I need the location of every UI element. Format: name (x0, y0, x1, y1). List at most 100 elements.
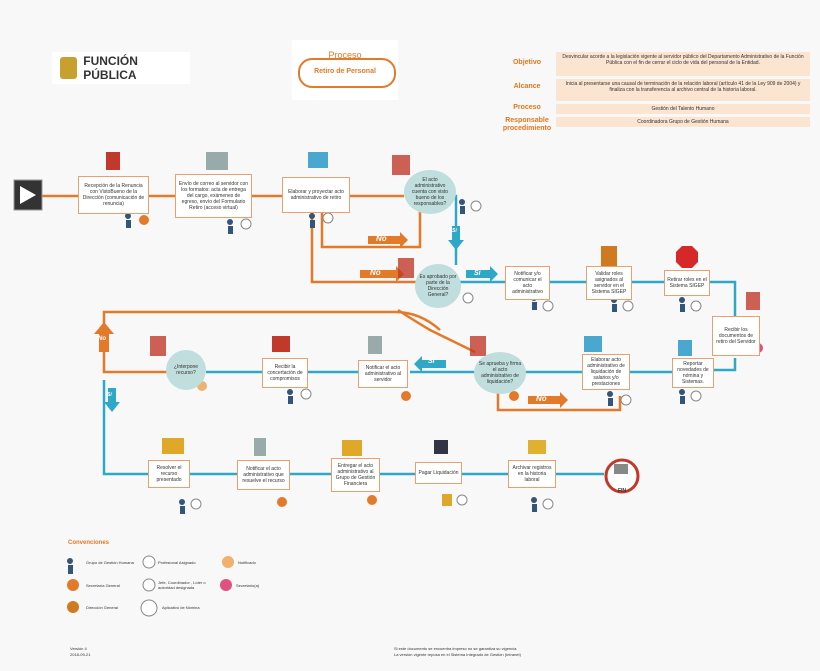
line-d3-no-loop (496, 385, 622, 412)
step-notificar-acto: Notificar y/o comunicar el acto administ… (505, 266, 550, 300)
title-line2: Retiro de Personal (314, 68, 376, 75)
figure-gear-icon (162, 438, 184, 454)
legend-professional-icon (142, 555, 156, 569)
figure-docs-icon (368, 336, 382, 354)
legend-nomina-icon (140, 599, 158, 617)
figure-cart-icon (342, 440, 362, 456)
footer-date: 2018-09-21 (70, 652, 91, 657)
role-professional-icon (690, 390, 702, 402)
legend-item-profesional: Profesional Asignado (158, 560, 196, 565)
figure-sign-icon (106, 152, 120, 170)
process-title: Proceso Retiro de Personal (292, 40, 398, 100)
figure-wrench-icon (254, 438, 266, 456)
flask-icon (601, 246, 617, 266)
role-secretaria-icon (277, 497, 287, 507)
step-envio-correo: Envío de correo al servidor con los form… (175, 174, 252, 218)
title-line1: Proceso (328, 50, 362, 60)
step-entregar-financiera: Entregar el acto administrativo al Grupo… (331, 458, 380, 492)
role-professional-icon (470, 200, 482, 212)
si-label-4: Sí (107, 392, 112, 398)
role-secretaria-icon (401, 391, 411, 401)
role-professional-icon (620, 394, 632, 406)
role-professional-icon (300, 388, 312, 400)
figure-puzzle-icon (308, 152, 328, 168)
step-archivar-registros: Archivar registros en la historia labora… (508, 460, 556, 488)
role-person-icon (309, 213, 315, 219)
line-d2-to-d3 (397, 308, 476, 354)
header-value-alcance: Inicia al presentarse una causal de term… (556, 79, 810, 101)
step-reportar-novedades: Reportar novedades de nómina y Sistemas. (672, 358, 714, 388)
role-secretaria-icon (367, 495, 377, 505)
role-professional-icon (542, 300, 554, 312)
coat-of-arms-icon (60, 57, 78, 79)
role-professional-icon (322, 212, 334, 224)
si-badge-2 (466, 266, 498, 282)
legend-item-notificado: Notificado (238, 560, 256, 565)
header-label-proceso: Proceso (513, 104, 541, 111)
no-badge-1 (368, 232, 408, 248)
role-person-icon (607, 391, 613, 397)
step-retirar-roles: Retirar roles en el Sistema SIGEP (664, 270, 710, 296)
step-elaborar-acto-retiro: Elaborar y proyectar acto administrativo… (282, 177, 350, 213)
line-d2-no-loop (310, 206, 420, 284)
figure-cross5-icon (746, 292, 760, 310)
line-s7-s8 (714, 358, 737, 372)
legend-title: Convenciones (68, 540, 110, 546)
role-professional-icon (462, 292, 474, 304)
role-person-icon (227, 219, 233, 225)
role-person-icon (679, 297, 685, 303)
role-professional-icon (622, 300, 634, 312)
line-d4-si-down (102, 380, 148, 476)
header-label-responsable: Responsable procedimiento (502, 117, 552, 132)
line-d4-no-loop (102, 310, 441, 374)
line-s6-s7 (710, 280, 737, 318)
logo-text: FUNCIÓN PÚBLICA (83, 54, 138, 82)
legend-item-nomina: Aplicativo de Nómina (162, 605, 200, 610)
bar-chart-icon (442, 494, 452, 506)
footer-note-2: La versión vigente reposa en el Sistema … (394, 652, 521, 657)
role-person-icon (287, 389, 293, 395)
papers-icon (272, 336, 290, 352)
decision-visto-bueno: El acto administrativo cuenta con visto … (404, 170, 456, 214)
step-resolver-recurso: Resolver el recurso presentado (148, 460, 190, 488)
si-label-2: Sí (474, 270, 481, 277)
figure-cross2-icon (398, 258, 414, 278)
role-professional-icon (542, 498, 554, 510)
legend-gestion-icon (67, 558, 73, 564)
figure-cross4-icon (470, 336, 486, 356)
stop-icon (676, 246, 698, 268)
line-d1-no-loop (320, 206, 422, 249)
figure-cross3-icon (150, 336, 166, 356)
legend-item-secretaria: Secretaría General (86, 583, 120, 588)
fin-label: FIN (617, 488, 627, 494)
header-label-alcance: Alcance (513, 83, 541, 90)
no-label-1: No (376, 234, 387, 243)
step-notificar-servidor: Notificar el acto administrativo al serv… (358, 360, 408, 388)
step-notificar-recurso: Notificar el acto administrativo que res… (237, 460, 290, 490)
legend-secretaria-icon (67, 579, 79, 591)
step-validar-roles: Validar roles asignados al servidor en e… (586, 266, 632, 300)
logo: FUNCIÓN PÚBLICA (52, 52, 190, 84)
si-label-3: Sí (428, 358, 435, 365)
legend-jefe-icon (142, 578, 156, 592)
figure-megaphone-icon (206, 152, 228, 170)
role-person-icon (679, 389, 685, 395)
decision-aprobado-direccion: Es aprobado por parte de la Dirección Ge… (415, 264, 461, 308)
role-person-icon (459, 199, 465, 205)
no-label-2: No (370, 268, 381, 277)
role-person-icon (531, 497, 537, 503)
legend-item-direccion: Dirección General (86, 605, 119, 610)
role-professional-icon (190, 498, 202, 510)
figure-cross-icon (392, 155, 410, 175)
step-recibir-documentos: Recibir los documentos de retiro del Ser… (712, 316, 760, 356)
no-label-4: No (98, 336, 106, 342)
no-badge-3 (528, 392, 568, 408)
step-recibir-concertacion: Recibir la concertación de compromisos (262, 358, 308, 388)
header-value-responsable: Coordinadora Grupo de Gestión Humana (556, 117, 810, 127)
legend-notified-icon (222, 556, 234, 568)
legend-item-jefe: Jefe, Coordinador , Líder o autoridad de… (158, 580, 206, 590)
pen-icon (434, 440, 448, 454)
role-person-icon (125, 213, 131, 219)
legend-item-gestion: Grupo de Gestión Humana (86, 560, 134, 565)
